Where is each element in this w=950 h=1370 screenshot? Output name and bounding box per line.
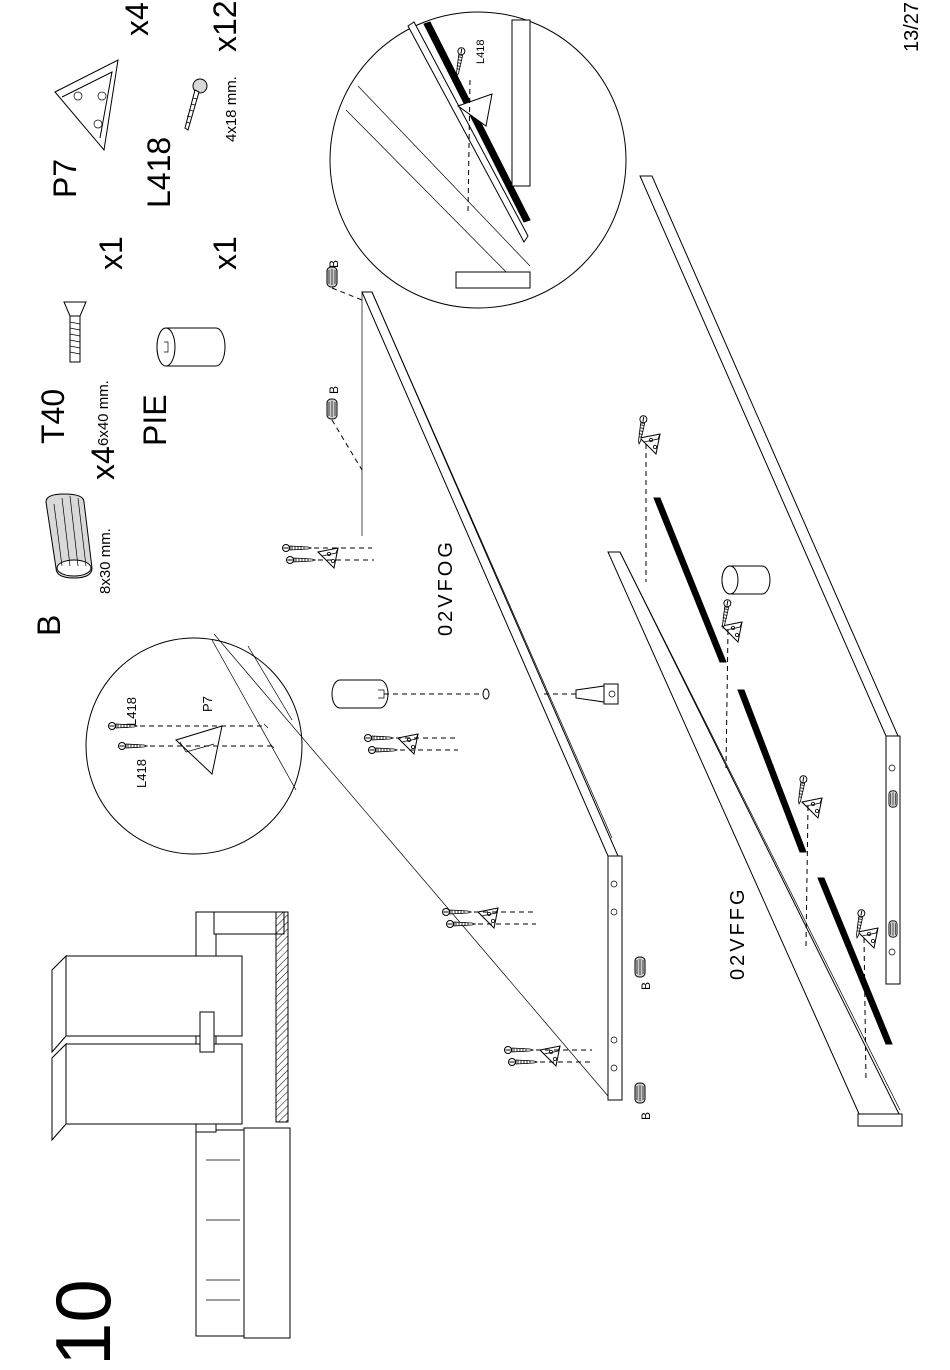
part-code-p7: P7	[47, 159, 83, 198]
screw-l418-icon	[185, 79, 207, 130]
cylinder-pie-icon	[157, 328, 225, 366]
pie-t40-group	[332, 680, 618, 708]
part-pie: PIE	[137, 328, 225, 446]
dowel-b-bottom-2: B	[635, 1083, 653, 1120]
part-size-l418: 4x18 mm.	[223, 76, 240, 142]
page-number: 13/27	[901, 2, 923, 52]
screw-t40-placed	[544, 684, 618, 704]
bracket-p7-icon	[55, 60, 118, 150]
part-qty-b: x4	[85, 446, 121, 480]
part-code-b: B	[31, 615, 67, 636]
dowel-label-b-1: B	[327, 260, 341, 268]
part-l418: L418 x12 4x18 mm.	[141, 0, 243, 208]
part-t40: T40 6x40 mm. x4	[35, 302, 121, 480]
bracket-cluster-4	[505, 1046, 595, 1066]
dowel-b-top-2: B	[327, 386, 362, 470]
part-qty-p7: x4	[119, 2, 155, 36]
panel-lower-label: 02VFFG	[727, 886, 749, 980]
part-size-t40: 6x40 mm.	[95, 380, 112, 446]
part-size-b: 8x30 mm.	[97, 528, 114, 594]
detail-label-l418-rail: L418	[475, 40, 487, 64]
panel-upper-label: 02VFOG	[435, 539, 457, 636]
part-qty-l418: x12	[207, 0, 243, 52]
dowel-b-icon	[46, 494, 92, 578]
detail-label-l418-top: L418	[124, 697, 139, 726]
panel-upper: 02VFOG	[214, 292, 622, 1100]
detail-label-p7: P7	[200, 696, 215, 712]
part-code-l418: L418	[141, 137, 177, 208]
detail-circle-rail: L418	[330, 12, 626, 308]
part-code-pie: PIE	[137, 394, 173, 446]
dowel-b-bottom-1: B	[635, 957, 653, 990]
step-number: 10	[39, 1279, 127, 1366]
bracket-cluster-1	[283, 545, 375, 569]
dowel-label-b-4: B	[639, 1112, 653, 1120]
part-p7: P7 x4	[47, 2, 155, 198]
part-b: B 8x30 mm.	[31, 494, 114, 636]
cylinder-pie-placed	[722, 566, 770, 594]
detail-label-l418-bottom: L418	[134, 759, 149, 788]
screw-t40-icon	[64, 302, 86, 362]
dowel-b-top-1: B	[327, 260, 362, 300]
dowel-label-b-2: B	[327, 386, 341, 394]
part-qty-pie: x1	[207, 236, 243, 270]
furniture-overview	[52, 912, 290, 1338]
detail-circle-bracket: L418 L418 P7	[86, 638, 302, 854]
bracket-cluster-2	[365, 734, 459, 754]
dowel-label-b-3: B	[639, 982, 653, 990]
part-qty-t40: x1	[93, 236, 129, 270]
part-code-t40: T40	[35, 389, 71, 444]
